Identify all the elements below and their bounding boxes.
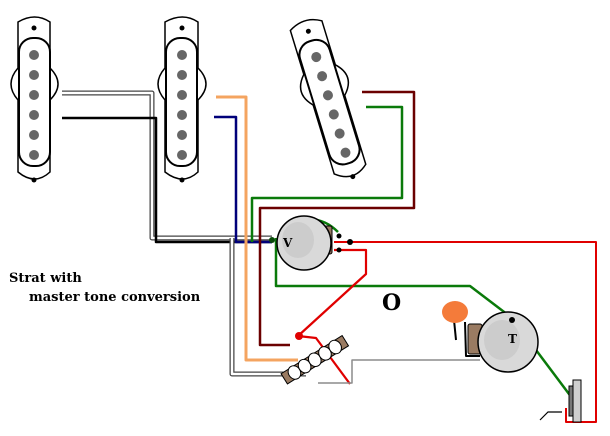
neck-pole-pieces <box>29 50 39 160</box>
tone-pot: T <box>467 311 539 373</box>
caption-line-1: Strat with <box>9 271 82 286</box>
output-jack <box>539 379 582 423</box>
switch-red-terminal <box>295 332 303 340</box>
middle-pole-pieces <box>177 50 187 160</box>
capacitor <box>442 301 468 323</box>
tone-gray-wire <box>318 359 480 384</box>
switch-red-wire <box>297 248 368 385</box>
tone-pot-label: T <box>508 332 517 346</box>
middle-orange-wire <box>216 95 298 362</box>
middle-pickup <box>157 16 207 183</box>
bridge-pole-pieces <box>311 52 351 158</box>
volume-pot: V <box>269 215 353 271</box>
bridge-green-wire <box>250 105 404 242</box>
neck-pickup <box>10 16 59 183</box>
capacitor-black-wire <box>453 319 480 357</box>
volume-pot-label: V <box>282 236 293 250</box>
bridge-pickup <box>289 18 367 180</box>
neck-black-wire <box>62 116 272 244</box>
selector-switch <box>280 334 350 385</box>
bridge-brown-wire <box>258 90 416 347</box>
middle-blue-wire <box>214 115 272 244</box>
neck-white-wire <box>62 90 272 241</box>
center-mark: O <box>382 290 401 316</box>
caption-line-2: master tone conversion <box>29 290 201 305</box>
output-red-wire <box>334 241 597 423</box>
